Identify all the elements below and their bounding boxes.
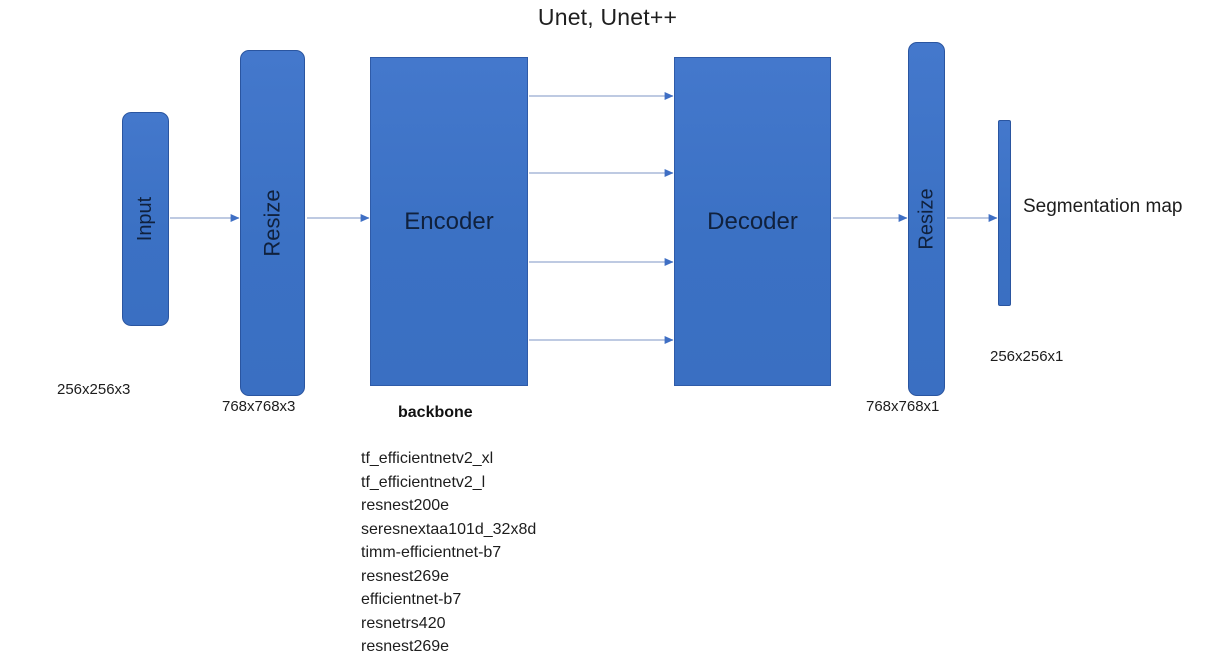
list-item: resnest269e <box>361 567 450 585</box>
list-item: tf_efficientnetv2_xl <box>361 450 494 467</box>
block-input[interactable]: Input <box>122 112 169 326</box>
block-encoder-label: Encoder <box>404 207 494 235</box>
block-segmentation-map[interactable] <box>998 120 1011 306</box>
caption-resize-output-dimensions: 768x768x1 <box>866 398 940 415</box>
caption-output-dimensions: 256x256x1 <box>990 348 1064 365</box>
block-decoder-label: Decoder <box>707 207 798 235</box>
label-segmentation-map: Segmentation map <box>1023 196 1183 217</box>
list-item: resnetrs420 <box>361 614 446 632</box>
list-item: resnest269e <box>361 638 450 655</box>
block-resize-input-label: Resize <box>259 189 285 257</box>
list-item: resnest200e <box>361 497 450 514</box>
caption-input-dimensions: 256x256x3 <box>57 381 131 398</box>
block-input-label: Input <box>134 196 157 242</box>
list-item: tf_efficientnetv2_l <box>361 473 486 491</box>
block-encoder[interactable]: Encoder <box>370 57 528 386</box>
list-item: seresnextaa101d_32x8d <box>361 520 537 538</box>
backbone-option-list: tf_efficientnetv2_xl tf_efficientnetv2_l… <box>361 447 691 659</box>
block-resize-output-label: Resize <box>915 188 938 250</box>
caption-resize-input-dimensions: 768x768x3 <box>222 398 296 415</box>
backbone-heading: backbone <box>398 404 473 421</box>
block-decoder[interactable]: Decoder <box>674 57 831 386</box>
block-resize-input[interactable]: Resize <box>240 50 305 396</box>
block-resize-output[interactable]: Resize <box>908 42 945 396</box>
list-item: timm-efficientnet-b7 <box>361 544 502 561</box>
list-item: efficientnet-b7 <box>361 591 462 608</box>
page-title: Unet, Unet++ <box>537 4 678 30</box>
